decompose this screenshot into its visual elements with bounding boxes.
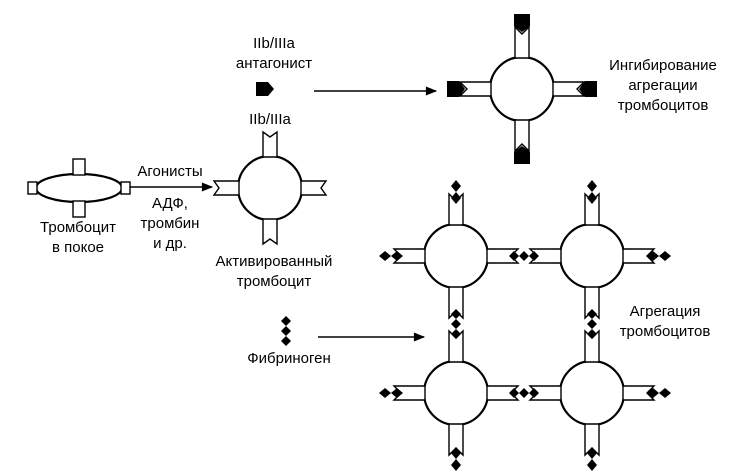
fibrinogen-label: Фибриноген [247, 350, 331, 367]
inhibition-label-line2: агрегации [628, 77, 697, 94]
agonists-label-line3: тромбин [141, 215, 200, 232]
aggregation-label-line2: тромбоцитов [620, 323, 711, 340]
activated-platelet [213, 131, 327, 245]
receptor-label: IIb/IIIa [249, 111, 291, 128]
activated-label-line1: Активированный [216, 253, 333, 270]
aggregation-label-line1: Агрегация [630, 303, 701, 320]
agonists-label-line1: Агонисты [137, 163, 202, 180]
activated-label-line2: тромбоцит [237, 273, 312, 290]
resting-label-line2: в покое [52, 239, 104, 256]
aggregate-platelet-bottom-left [393, 330, 519, 456]
inhibition-label-line1: Ингибирование [609, 57, 717, 74]
aggregate-platelet-top-left [393, 193, 519, 319]
inhibition-label-line3: тромбоцитов [618, 97, 709, 114]
aggregate-platelet-top-right [529, 193, 655, 319]
inhibited-platelet [459, 26, 585, 152]
agonists-label-line2: АДФ, [152, 195, 188, 212]
antagonist-label-line1: IIb/IIIa [253, 35, 295, 52]
resting-platelet [27, 158, 131, 218]
agonists-label-line4: и др. [153, 235, 187, 252]
resting-label-line1: Тромбоцит [40, 219, 116, 236]
aggregate-platelet-bottom-right [529, 330, 655, 456]
antagonist-molecule [256, 82, 274, 96]
fibrinogen-molecule [281, 316, 291, 346]
antagonist-label-line2: антагонист [236, 55, 312, 72]
